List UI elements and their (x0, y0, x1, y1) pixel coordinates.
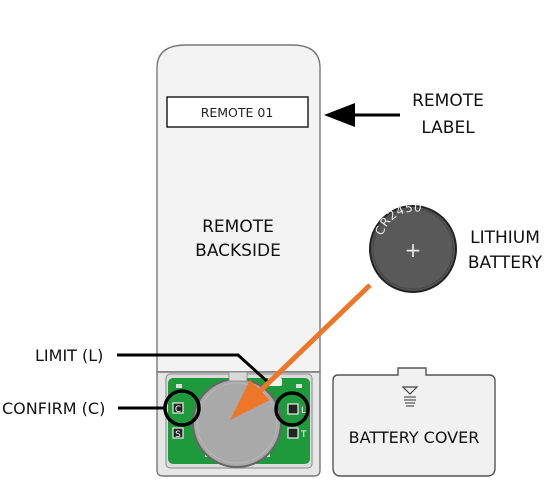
lithium-coin-battery: CR2450 + (369, 200, 457, 293)
remote-backside-line2: BACKSIDE (195, 241, 281, 261)
remote-label-text: REMOTE 01 (201, 105, 274, 120)
lithium-callout-line2: BATTERY (468, 253, 543, 273)
t-pad: T (287, 427, 307, 440)
battery-plus-sign: + (405, 238, 422, 262)
limit-leader-line (117, 353, 272, 386)
pad-s-label: S (175, 430, 181, 440)
limit-highlight-circle (274, 391, 310, 427)
lithium-callout-line1: LITHIUM (470, 228, 540, 248)
pad-l-label: L (301, 406, 306, 416)
limit-button-pad: L (287, 403, 306, 416)
remote-label-callout-line1: REMOTE (412, 91, 484, 111)
battery-cover-label: BATTERY COVER (349, 428, 480, 447)
confirm-button-pad: C (172, 402, 184, 415)
remote-backside-line1: REMOTE (202, 217, 274, 237)
battery-insertion-arrow (230, 283, 372, 420)
battery-cover: BATTERY COVER (332, 367, 496, 477)
remote-label-callout-line2: LABEL (421, 118, 475, 138)
limit-callout-label: LIMIT (L) (35, 346, 103, 365)
remote-label-box: REMOTE 01 (166, 96, 309, 128)
confirm-callout-label: CONFIRM (C) (2, 399, 105, 418)
pad-t-label: T (300, 430, 307, 440)
remote-body (156, 44, 321, 373)
s-pad: S (172, 427, 184, 440)
remote-label-arrow (324, 103, 400, 127)
pad-c-label: C (175, 405, 181, 415)
release-arrow-icon (401, 386, 419, 407)
